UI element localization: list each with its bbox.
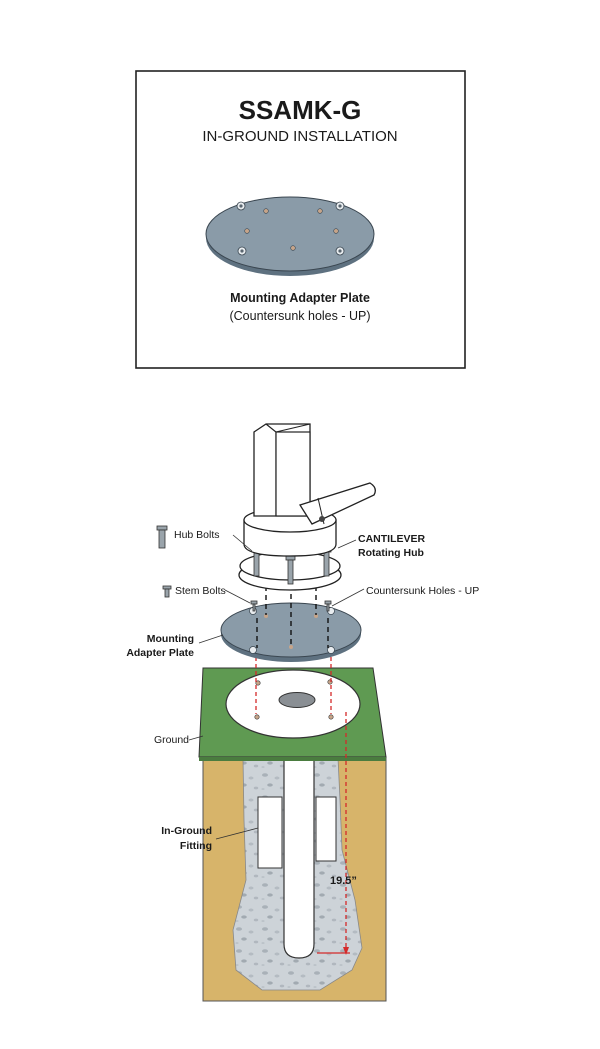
plate-label-line2: Adapter Plate [126,647,194,659]
plate-caption-note: (Countersunk holes - UP) [229,309,370,323]
adapter-plate-illustration [205,196,375,276]
stem-bolts-label: Stem Bolts [175,585,226,597]
leader-lines [188,534,365,840]
hub-bolts-label: Hub Bolts [174,529,220,541]
ground-label: Ground [154,734,189,746]
detail-box: SSAMK-G IN-GROUND INSTALLATION [135,70,466,369]
plate-label-line1: Mounting [147,633,194,645]
model-title: SSAMK-G [239,95,362,125]
hub-bolt-icon [156,525,168,549]
ground-flange [225,669,361,739]
installation-subtitle: IN-GROUND INSTALLATION [202,128,397,145]
fitting-label-line1: In-Ground [161,825,212,837]
plate-caption-title: Mounting Adapter Plate [230,291,370,305]
depth-dimension: 19.5” [317,712,357,955]
depth-label: 19.5” [330,875,357,887]
soil-section [202,756,387,1002]
plate-holes [236,201,345,256]
alignment-lines [255,650,332,714]
hub-label-line1: CANTILEVER [358,533,426,545]
stem-bolts [250,600,332,612]
rotating-hub [156,423,376,598]
hub-label-line2: Rotating Hub [358,547,424,559]
exploded-guides [256,585,329,648]
stem-bolt-icon [162,585,172,598]
fitting-label-line2: Fitting [180,840,212,852]
countersunk-label: Countersunk Holes - UP [366,585,479,597]
